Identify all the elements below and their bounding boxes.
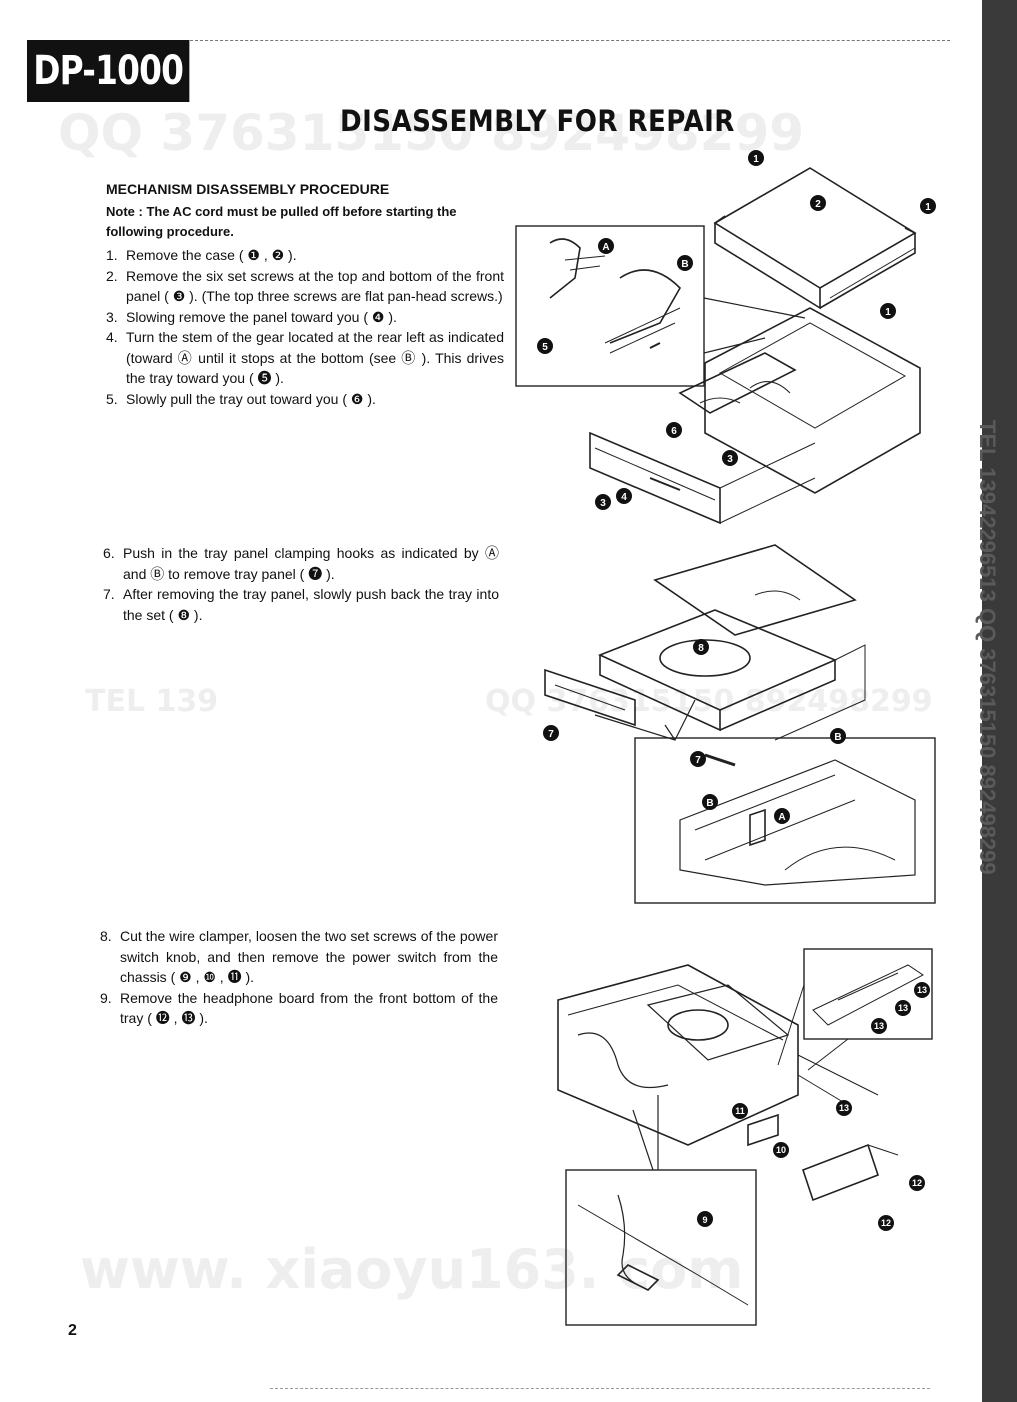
callout-label: 13: [839, 1103, 849, 1113]
callout-3-right: [722, 450, 738, 466]
callout-label: 5: [542, 342, 548, 353]
footer-rule: [270, 1388, 930, 1389]
callout-label: 3: [727, 454, 733, 465]
callout-A: [598, 238, 614, 254]
callout-label: 13: [874, 1021, 884, 1031]
step-number: 3.: [106, 308, 118, 325]
callout-label: 1: [753, 154, 759, 165]
callout-label: 3: [600, 498, 606, 509]
step-item: 3. Slowing remove the panel toward you ( …: [106, 307, 504, 328]
callout-10: [773, 1142, 789, 1158]
callout-label: B: [681, 259, 688, 270]
page-number: 2: [68, 1322, 77, 1339]
callout-label: B: [706, 798, 713, 809]
step-item: 5. Slowly pull the tray out toward you ( …: [106, 389, 504, 410]
callout-13-a: [914, 982, 930, 998]
callout-B: [677, 255, 693, 271]
step-text: Remove the case ( ❶ , ❷ ).: [126, 247, 297, 263]
step-item: 1. Remove the case ( ❶ , ❷ ).: [106, 245, 504, 266]
step-text: After removing the tray panel, slowly pu…: [123, 586, 499, 623]
callout-label: B: [834, 732, 841, 743]
callout-7-inset: [690, 751, 706, 767]
step-item: 2. Remove the six set screws at the top a…: [106, 266, 504, 307]
step-text: Remove the headphone board from the fron…: [120, 989, 498, 1027]
callout-label: 10: [776, 1145, 786, 1155]
callout-label: 1: [925, 202, 931, 213]
step-text: Remove the six set screws at the top and…: [126, 267, 504, 305]
callout-label: A: [602, 242, 609, 253]
callout-13-d: [836, 1100, 852, 1116]
callout-2: [810, 195, 826, 211]
step-item: 8. Cut the wire clamper, loosen the two s…: [100, 926, 498, 988]
callout-B-left: [702, 794, 718, 810]
callout-label: 8: [698, 643, 704, 654]
step-text: Push in the tray panel clamping hooks as…: [123, 545, 499, 582]
callout-label: 7: [548, 729, 554, 740]
step-number: 8.: [100, 928, 112, 944]
page-title: DISASSEMBLY FOR REPAIR: [340, 104, 735, 138]
callout-12-b: [878, 1215, 894, 1231]
steps-list-2: 6. Push in the tray panel clamping hooks …: [103, 543, 499, 625]
page-edge-strip: [982, 0, 1017, 1402]
callout-5: [537, 338, 553, 354]
callout-11: [732, 1103, 748, 1119]
callout-1-top: [748, 150, 764, 166]
model-logo: DP-1000: [27, 40, 190, 102]
step-number: 9.: [100, 989, 112, 1006]
callout-label: A: [778, 812, 785, 823]
callout-13-c: [871, 1018, 887, 1034]
callout-A: [774, 808, 790, 824]
step-item: 9. Remove the headphone board from the fr…: [100, 988, 498, 1029]
step-text: Cut the wire clamper, loosen the two set…: [120, 928, 498, 985]
step-number: 4.: [106, 329, 118, 345]
step-item: 4. Turn the stem of the gear located at t…: [106, 327, 504, 389]
figure-power-switch: 13 13 13 13 11 10 12 12 9: [557, 948, 933, 1326]
step-number: 1.: [106, 247, 118, 263]
header-rule: [190, 40, 950, 41]
step-text: Slowing remove the panel toward you ( ❹ …: [126, 308, 397, 325]
callout-B-top: [830, 728, 846, 744]
step-item: 6. Push in the tray panel clamping hooks …: [103, 543, 499, 584]
procedure-heading: MECHANISM DISASSEMBLY PROCEDURE: [106, 181, 390, 197]
callout-label: 1: [885, 307, 891, 318]
figure-case-removal: 1 1 2 1 A B 5 6 3 3 4: [515, 150, 936, 525]
step-number: 5.: [106, 390, 118, 407]
step-number: 2.: [106, 267, 118, 284]
callout-label: 13: [898, 1003, 908, 1013]
callout-8: [693, 639, 709, 655]
watermark-side: TEL 13942296513 QQ 376315150 892498299: [975, 420, 1000, 875]
callout-3-left: [595, 494, 611, 510]
watermark-tel: TEL 139: [85, 684, 219, 719]
callout-label: 7: [695, 755, 701, 766]
callout-1-right: [920, 198, 936, 214]
callout-12-a: [909, 1175, 925, 1191]
callout-label: 9: [702, 1215, 707, 1225]
step-number: 6.: [103, 545, 115, 561]
step-item: 7. After removing the tray panel, slowly …: [103, 584, 499, 625]
callout-4: [616, 488, 632, 504]
callout-label: 11: [735, 1106, 745, 1116]
callout-7-outer: [543, 725, 559, 741]
step-text: Slowly pull the tray out toward you ( ❻ …: [126, 390, 376, 407]
callout-9: [697, 1211, 713, 1227]
callout-6: [666, 422, 682, 438]
step-number: 7.: [103, 586, 115, 602]
callout-label: 4: [621, 492, 627, 503]
procedure-note: Note : The AC cord must be pulled off be…: [106, 204, 457, 239]
figure-tray-panel: 8 7 B 7 B A: [543, 544, 936, 904]
callout-label: 13: [917, 985, 927, 995]
steps-list-3: 8. Cut the wire clamper, loosen the two s…: [100, 926, 498, 1029]
callout-13-b: [895, 1000, 911, 1016]
callout-label: 6: [671, 426, 677, 437]
steps-list-1: 1. Remove the case ( ❶ , ❷ ). 2. Remove th…: [106, 245, 504, 409]
callout-1-bottom: [880, 303, 896, 319]
callout-label: 12: [881, 1218, 891, 1228]
step-text: Turn the stem of the gear located at the…: [126, 329, 504, 386]
callout-label: 2: [815, 199, 821, 210]
callout-label: 12: [912, 1178, 922, 1188]
